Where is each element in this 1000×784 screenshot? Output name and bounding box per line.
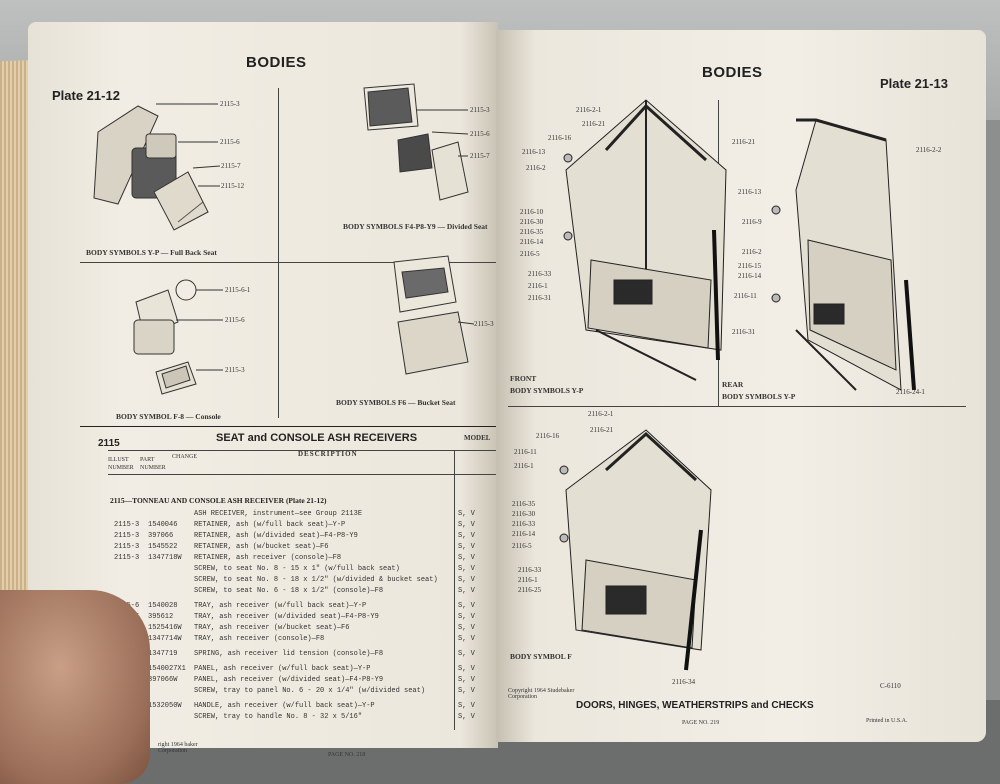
callout-b-2116-16: 2116-16	[536, 432, 560, 440]
parts-table: ASH RECEIVER, instrument—see Group 2113E…	[114, 510, 475, 721]
caption-body-symbol-f: BODY SYMBOL F	[510, 652, 572, 661]
callout-rear-2116-14: 2116-14	[738, 272, 762, 280]
callout-2116-35: 2116-35	[520, 228, 544, 236]
callout-2116-2: 2116-2	[526, 164, 546, 172]
caption-full-back-seat: BODY SYMBOLS Y-P — Full Back Seat	[86, 248, 217, 257]
callout-b-2115-7: 2115-7	[470, 152, 490, 160]
callout-2115-6: 2115-6	[220, 138, 240, 146]
callout-b-2116-2-1: 2116-2-1	[588, 410, 614, 418]
callout-b-2115-3: 2115-3	[470, 106, 490, 114]
caption-rear: REAR	[722, 380, 744, 389]
callout-d-2115-3: 2115-3	[474, 320, 494, 328]
callout-2115-12: 2115-12	[221, 182, 245, 190]
callout-2116-9: 2116-9	[742, 218, 762, 226]
callout-2116-31: 2116-31	[528, 294, 552, 302]
col-description: DESCRIPTION	[298, 450, 358, 458]
callout-2116-21: 2116-21	[582, 120, 606, 128]
col-model: MODEL	[464, 434, 491, 442]
col-change: CHANGE	[172, 454, 197, 460]
right-footer-printed: Printed in U.S.A.	[866, 718, 908, 724]
caption-console: BODY SYMBOL F-8 — Console	[116, 412, 221, 421]
section-title-doors: DOORS, HINGES, WEATHERSTRIPS and CHECKS	[576, 700, 814, 711]
callout-c-2115-3: 2115-3	[225, 366, 245, 374]
figure-divider-horizontal	[80, 262, 498, 263]
hand-thumb	[0, 590, 150, 784]
callout-b-2116-1: 2116-1	[514, 462, 534, 470]
callout-rear-2116-13: 2116-13	[738, 188, 762, 196]
callout-b-2116-5: 2116-5	[512, 542, 532, 550]
col-part-number: PART NUMBER	[140, 457, 166, 471]
door-figure-divider-horizontal	[508, 406, 966, 407]
callout-c-2115-6: 2115-6	[225, 316, 245, 324]
figure-code: C-6110	[880, 682, 901, 690]
caption-front: FRONT	[510, 374, 537, 383]
callout-b-2116-21: 2116-21	[590, 426, 614, 434]
right-plate-number: Plate 21-13	[880, 76, 948, 91]
right-footer-copyright: Copyright 1964 Studebaker Corporation	[508, 688, 575, 700]
callout-b-2116-33: 2116-33	[512, 520, 536, 528]
col-illust-number: ILLUST NUMBER	[108, 457, 134, 471]
callout-2116-25: 2116-25	[518, 586, 542, 594]
callout-2116-5: 2116-5	[520, 250, 540, 258]
model-column-rule	[454, 450, 455, 730]
callout-2116-11: 2116-11	[734, 292, 757, 300]
callout-2116-2-1: 2116-2-1	[576, 106, 602, 114]
callout-b-2116-35: 2116-35	[512, 500, 536, 508]
callout-b2-2116-33: 2116-33	[518, 566, 542, 574]
left-page-header: BODIES	[246, 54, 307, 71]
callout-2116-15: 2116-15	[738, 262, 762, 270]
callout-2116-13: 2116-13	[522, 148, 546, 156]
callout-b2-2116-1: 2116-1	[518, 576, 538, 584]
callout-2116-14: 2116-14	[520, 238, 544, 246]
callout-rear-2116-31: 2116-31	[732, 328, 756, 336]
right-page-header: BODIES	[702, 64, 763, 81]
caption-front-body-symbols: BODY SYMBOLS Y-P	[510, 386, 584, 395]
left-footer-page-number: PAGE NO. 218	[328, 752, 366, 758]
left-page: BODIES Plate 21-12	[28, 22, 498, 758]
callout-2116-2-2: 2116-2-2	[916, 146, 942, 154]
caption-divided-seat: BODY SYMBOLS F4-P8-Y9 — Divided Seat	[343, 222, 488, 231]
callout-b-2116-14: 2116-14	[512, 530, 536, 538]
group-heading: 2115—TONNEAU AND CONSOLE ASH RECEIVER (P…	[110, 496, 327, 505]
callout-2116-10: 2116-10	[520, 208, 544, 216]
callout-2116-33: 2116-33	[528, 270, 552, 278]
callout-2116-34: 2116-34	[672, 678, 696, 686]
group-number: 2115	[98, 438, 120, 449]
callout-b-2115-6: 2115-6	[470, 130, 490, 138]
caption-rear-body-symbols: BODY SYMBOLS Y-P	[722, 392, 796, 401]
table-header-rule-top	[108, 450, 498, 451]
left-footer-copyright: right 1964 baker Corporation	[158, 742, 198, 754]
callout-2116-24-1: 2116-24-1	[896, 388, 925, 396]
caption-bucket-seat: BODY SYMBOLS F6 — Bucket Seat	[336, 398, 456, 407]
callout-b-2116-11: 2116-11	[514, 448, 537, 456]
left-plate-number: Plate 21-12	[52, 88, 120, 103]
section-rule	[80, 426, 498, 427]
callout-2115-3: 2115-3	[220, 100, 240, 108]
figure-divider-vertical	[278, 88, 279, 418]
right-page: BODIES Plate 21-13	[496, 30, 986, 742]
callout-b-2116-30: 2116-30	[512, 510, 536, 518]
callout-2116-1: 2116-1	[528, 282, 548, 290]
callout-rear-2116-2: 2116-2	[742, 248, 762, 256]
table-header-rule-bottom	[108, 474, 498, 475]
callout-2115-6-1: 2115-6-1	[225, 286, 251, 294]
door-illustrations	[559, 99, 916, 671]
section-title-ash-receivers: SEAT and CONSOLE ASH RECEIVERS	[216, 432, 418, 444]
callout-rear-2116-21: 2116-21	[732, 138, 756, 146]
right-footer-page-number: PAGE NO. 219	[682, 720, 720, 726]
callout-2116-16: 2116-16	[548, 134, 572, 142]
ash-receiver-illustrations	[93, 83, 475, 395]
callout-2116-30: 2116-30	[520, 218, 544, 226]
callout-2115-7: 2115-7	[221, 162, 241, 170]
